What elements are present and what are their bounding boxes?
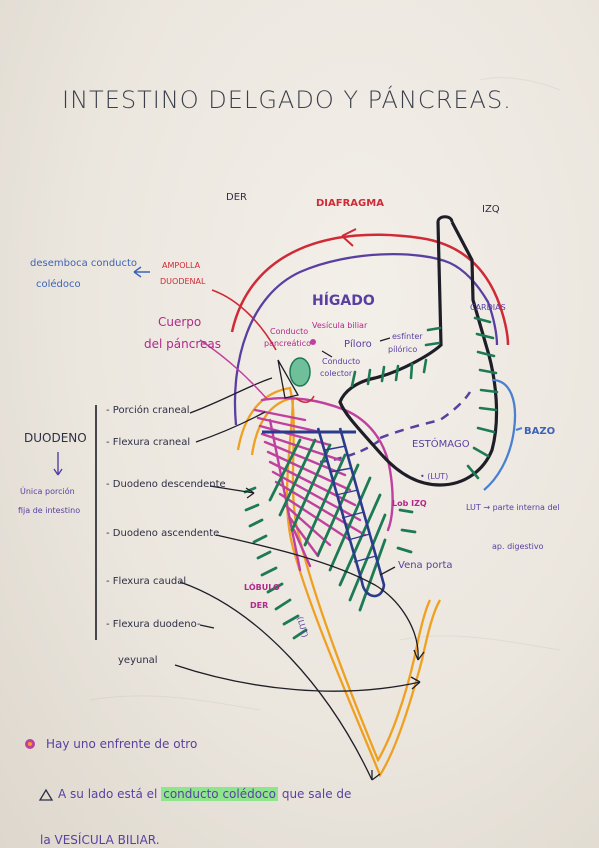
label-conducto-pancreatico-1: Conducto — [270, 327, 309, 336]
duodeno-part: - Flexura duodeno- — [106, 619, 201, 630]
duodeno-part: - Porción craneal — [106, 405, 190, 416]
stomach-outline — [338, 221, 499, 487]
label-lobulo-izq: Lob IZQ — [392, 499, 427, 508]
label-lut-note-1: LUT → parte interna del — [466, 503, 560, 512]
label-estomago-lut: • (LUT) — [420, 472, 449, 481]
label-higado: HÍGADO — [312, 293, 375, 309]
label-conducto-colector-1: Conducto — [322, 357, 361, 366]
label-vena-porta: Vena porta — [398, 560, 453, 571]
label-bazo: BAZO — [524, 426, 556, 437]
diaphragm-arc — [230, 233, 510, 346]
note-line-2-suffix: que sale de — [281, 787, 352, 801]
duodeno-part: - Duodeno ascendente — [106, 528, 220, 539]
label-lobulo-der-1: LÓBULO — [244, 583, 280, 592]
label-ampolla-2: DUODENAL — [160, 277, 206, 286]
note-line-3: la VESÍCULA BILIAR. — [40, 833, 160, 847]
label-esfinter-1: esfínter — [392, 332, 423, 341]
label-estomago: ESTÓMAGO — [412, 439, 470, 450]
portal-vein — [316, 427, 386, 598]
label-vesicula: Vesícula biliar — [312, 321, 368, 330]
label-piloro: Píloro — [344, 339, 372, 350]
esophagus — [436, 215, 454, 223]
label-lut-note-2: ap. digestivo — [492, 542, 544, 551]
diaphragm-arrow — [341, 228, 357, 247]
duodeno-part: - Flexura craneal — [106, 437, 191, 448]
duodeno-part: - Duodeno descendente — [106, 479, 226, 490]
note-line-2-prefix: A su lado está el — [58, 787, 158, 801]
pancreas-body — [253, 396, 394, 572]
page-title: INTESTINO DELGADO Y PÁNCREAS. — [62, 86, 512, 114]
label-right-side: DER — [226, 192, 247, 203]
label-lobulo-der-2: DER — [250, 601, 269, 610]
label-conducto-colector-2: colector — [320, 369, 353, 378]
label-conducto-pancreatico-2: pancreático — [264, 339, 312, 348]
label-cardias: CARDIAS — [470, 303, 506, 312]
liver-outline — [233, 253, 499, 426]
label-left-side: IZQ — [482, 204, 500, 215]
duodeno-yeyunal: yeyunal — [118, 655, 158, 666]
label-diafragma: DIAFRAGMA — [316, 198, 384, 209]
label-desemboca-2: colédoco — [36, 279, 81, 290]
duodenum-loop-outer — [236, 386, 432, 763]
spleen — [483, 378, 517, 491]
label-ampolla-1: AMPOLLA — [162, 261, 201, 270]
label-cuerpo-1: Cuerpo — [158, 315, 202, 329]
label-cuerpo-2: del páncreas — [144, 337, 221, 351]
note-line-2-highlight: conducto colédoco — [161, 787, 278, 801]
duodeno-note-2: fija de intestino — [18, 506, 81, 515]
duodeno-part: - Flexura caudal — [106, 576, 187, 587]
gallbladder — [289, 357, 311, 387]
label-desemboca-1: desemboca conducto — [30, 258, 138, 269]
note-line-1: Hay uno enfrente de otro — [46, 737, 198, 751]
note-line-2: A su lado está el conducto colédoco que … — [58, 787, 352, 801]
duodeno-note-1: Única porción — [20, 487, 75, 496]
duodeno-heading: DUODENO — [24, 431, 87, 445]
label-esfinter-2: pílórico — [388, 345, 418, 354]
